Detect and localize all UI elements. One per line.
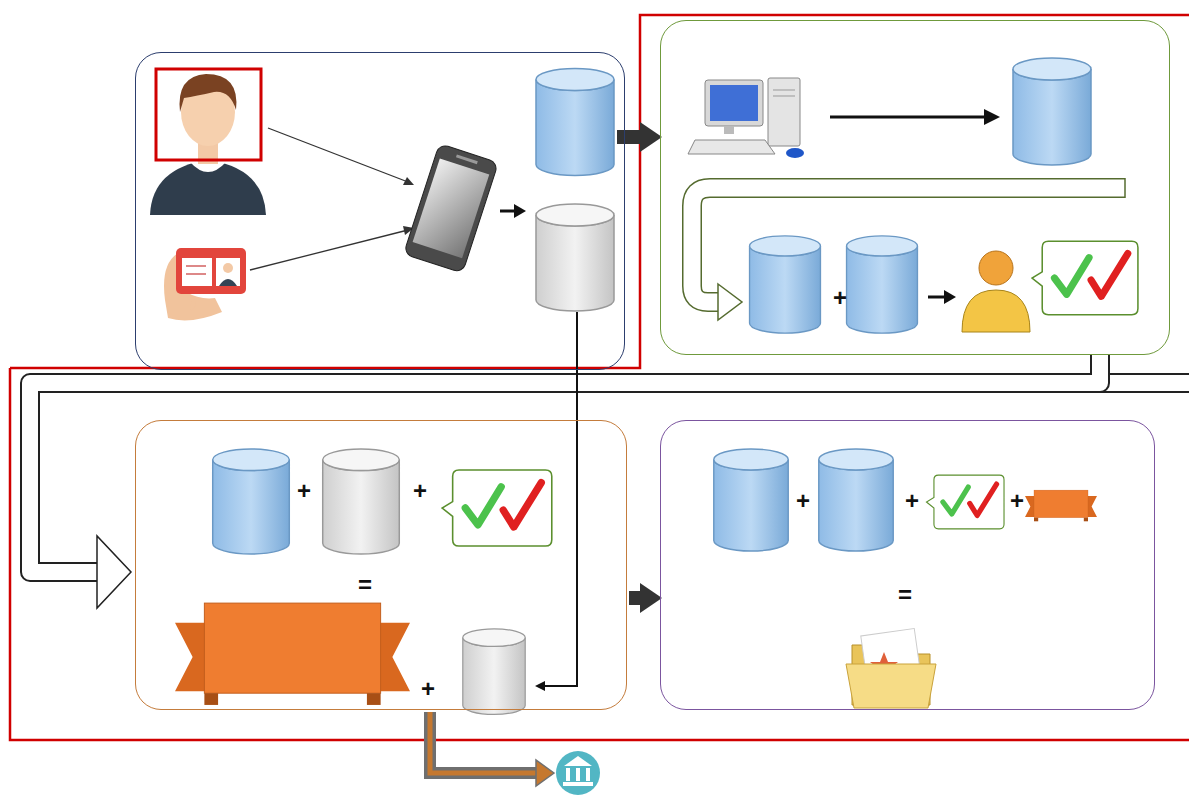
arrow-shaft — [543, 370, 577, 686]
arrow-outline — [30, 355, 1100, 572]
panel-box — [135, 52, 625, 370]
arrow-shaft — [617, 130, 644, 144]
panel-box: + — [660, 20, 1170, 355]
arrow-head — [640, 122, 662, 152]
flow-arrow — [535, 370, 577, 691]
arrow-head — [640, 583, 662, 613]
panel-box: + + + = — [660, 420, 1155, 710]
operator-sign: + — [421, 677, 435, 701]
operator-sign: + — [796, 489, 810, 513]
operator-sign: + — [1010, 489, 1024, 513]
operator-sign: = — [358, 573, 372, 597]
arrow-fill — [30, 355, 1100, 572]
arrow-head — [97, 536, 131, 608]
operator-sign: + — [297, 479, 311, 503]
operator-sign: + — [413, 479, 427, 503]
flow-arrow — [617, 122, 662, 152]
panel-box: + + = + — [135, 420, 627, 710]
operator-sign: = — [898, 583, 912, 607]
arrow-head — [535, 681, 545, 691]
operator-sign: + — [833, 286, 847, 310]
flow-arrow — [30, 355, 1100, 608]
flow-arrow — [629, 583, 662, 613]
operator-sign: + — [905, 489, 919, 513]
